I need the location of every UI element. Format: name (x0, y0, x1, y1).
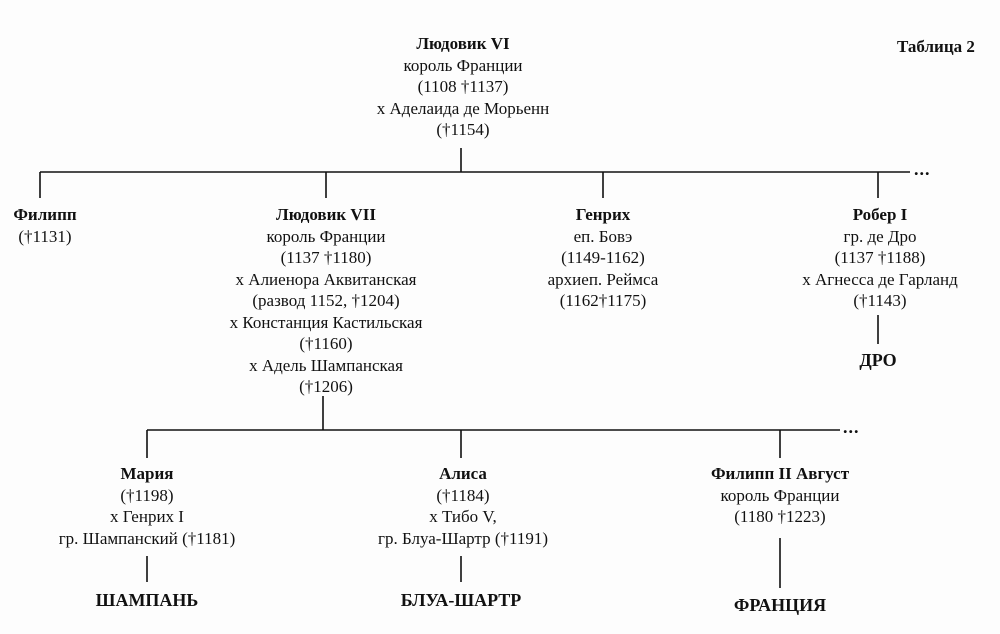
person-name: Людовик VI (416, 34, 510, 53)
person-line: король Франции (720, 485, 840, 505)
person-line: x Алиенора Аквитанская (235, 269, 417, 289)
person-line: (1108 †1137) (417, 77, 509, 96)
table-label: Таблица 2 (897, 37, 975, 56)
person-name: Генрих (575, 205, 631, 224)
person-name: Мария (120, 464, 174, 483)
person-line: архиеп. Реймса (547, 269, 659, 289)
person-line: король Франции (266, 226, 386, 246)
person-filipp: Филипп (†1131) (13, 204, 76, 247)
person-line: (†1154) (436, 120, 490, 139)
person-line: гр. Шампанский (†1181) (58, 528, 236, 548)
person-line: x Аделаида де Морьенн (376, 98, 550, 118)
person-alisa: Алиса (†1184) x Тибо V, гр. Блуа-Шартр (… (378, 463, 548, 549)
person-line: гр. Блуа-Шартр (†1191) (377, 528, 549, 548)
person-line: (†1184) (436, 485, 490, 505)
house-champagne: ШАМПАНЬ (95, 590, 199, 610)
gen2-ellipsis: ... (914, 159, 931, 179)
person-name: Робер I (852, 205, 908, 224)
house-dro: ДРО (859, 350, 897, 370)
person-line: x Тибо V, (429, 507, 497, 526)
person-line: (1137 †1180) (280, 248, 372, 267)
house-france: ФРАНЦИЯ (733, 595, 827, 615)
person-line: (†1198) (120, 485, 174, 505)
gen3-ellipsis: ... (843, 417, 860, 437)
person-filipp-ii-avgust: Филипп II Август король Франции (1180 †1… (711, 463, 849, 528)
person-line: (развод 1152, †1204) (252, 291, 400, 310)
person-name: Алиса (439, 464, 487, 483)
person-line: (1180 †1223) (734, 507, 826, 526)
person-name: Людовик VII (276, 205, 376, 224)
person-line: (†1206) (299, 377, 353, 396)
person-line: (†1131) (18, 226, 72, 246)
person-line: еп. Бовэ (573, 226, 633, 246)
person-name: Филипп II Август (710, 464, 850, 483)
person-line: x Констанция Кастильская (229, 312, 423, 332)
person-line: (1149-1162) (561, 248, 645, 267)
person-line: x Агнесса де Гарланд (802, 269, 958, 289)
person-line: гр. де Дро (843, 226, 917, 246)
person-ludovik-vi: Людовик VI король Франции (1108 †1137) x… (377, 33, 549, 141)
person-line: король Франции (403, 55, 523, 75)
house-blois-chartres: БЛУА-ШАРТР (400, 590, 522, 610)
person-rober-i: Робер I гр. де Дро (1137 †1188) x Агнесс… (802, 204, 958, 312)
person-name: Филипп (13, 205, 77, 224)
person-line: x Генрих I (110, 507, 184, 526)
person-line: x Адель Шампанская (249, 355, 403, 375)
person-line: (†1160) (299, 334, 353, 353)
person-line: (†1143) (853, 291, 907, 310)
person-line: (1162†1175) (559, 291, 647, 310)
person-line: (1137 †1188) (834, 248, 926, 267)
person-maria: Мария (†1198) x Генрих I гр. Шампанский … (59, 463, 236, 549)
person-genrikh: Генрих еп. Бовэ (1149-1162) архиеп. Рейм… (548, 204, 659, 312)
person-ludovik-vii: Людовик VII король Франции (1137 †1180) … (230, 204, 423, 398)
